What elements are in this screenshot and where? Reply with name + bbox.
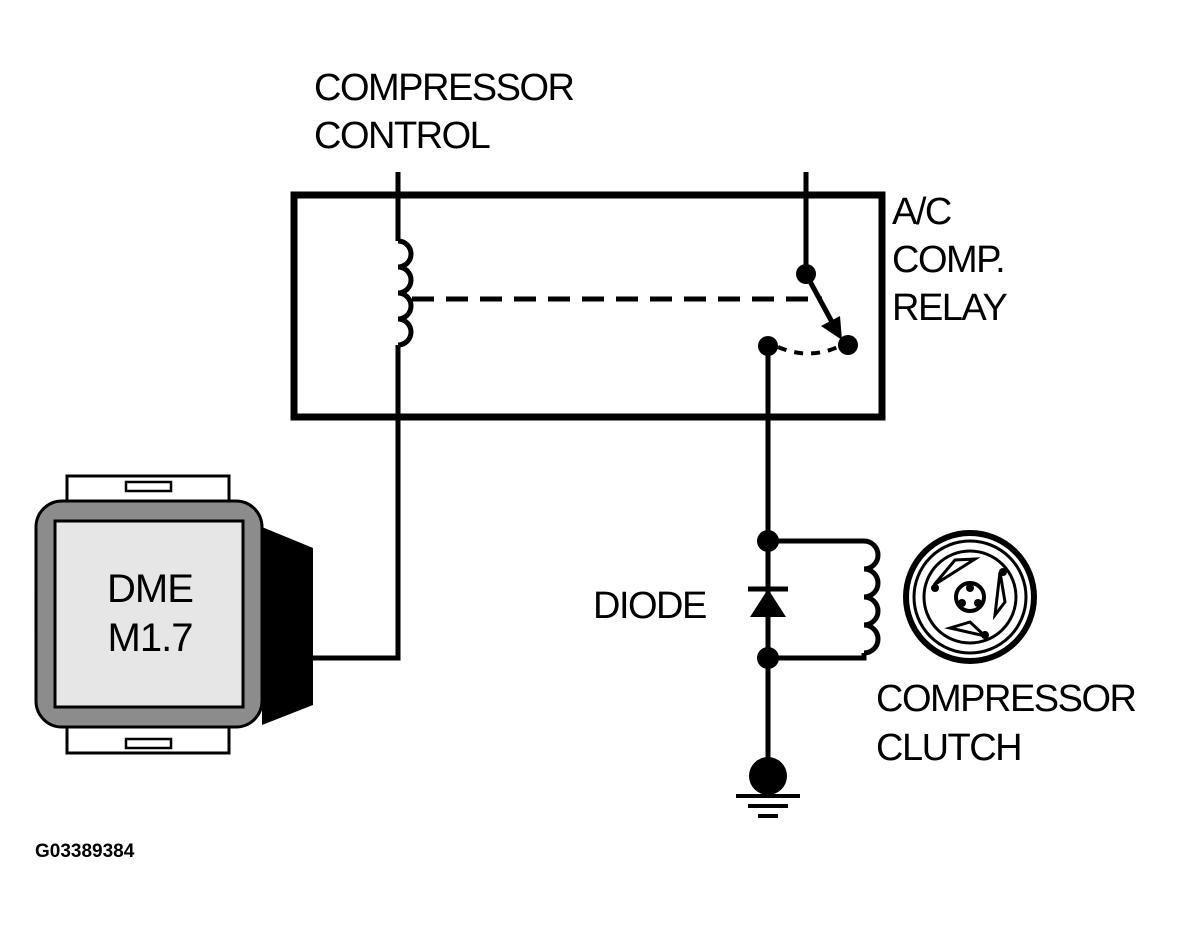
dme-label-line1: DME [107,567,193,611]
switch-dashed-path [777,345,839,356]
figure-code: G03389384 [35,841,135,862]
switch-arrowhead-icon [821,316,842,340]
relay-box [290,191,886,421]
relay-label-line3: RELAY [892,287,1007,329]
compressor-control-label-line1: COMPRESSOR [314,67,574,109]
relay-coil-icon [397,238,414,348]
dme-label-line2: M1.7 [108,616,193,660]
diode-label: DIODE [593,585,706,627]
diode-symbol-icon [750,589,786,617]
clutch-coil-icon [863,538,881,656]
relay-label-line1: A/C [892,191,951,233]
relay-label-line2: COMP. [892,239,1004,281]
switch-arm [803,272,835,324]
switch-contact-nc [838,335,858,355]
compressor-control-label-line2: CONTROL [314,115,490,157]
control-wire-to-dme [313,345,401,661]
clutch-wire-bottom [768,653,867,661]
ground-symbol-icon [736,757,800,818]
control-module-icon [34,474,313,755]
compressor-clutch-icon [903,530,1037,664]
clutch-label-line1: COMPRESSOR [876,678,1136,720]
clutch-label-line2: CLUTCH [876,727,1021,769]
